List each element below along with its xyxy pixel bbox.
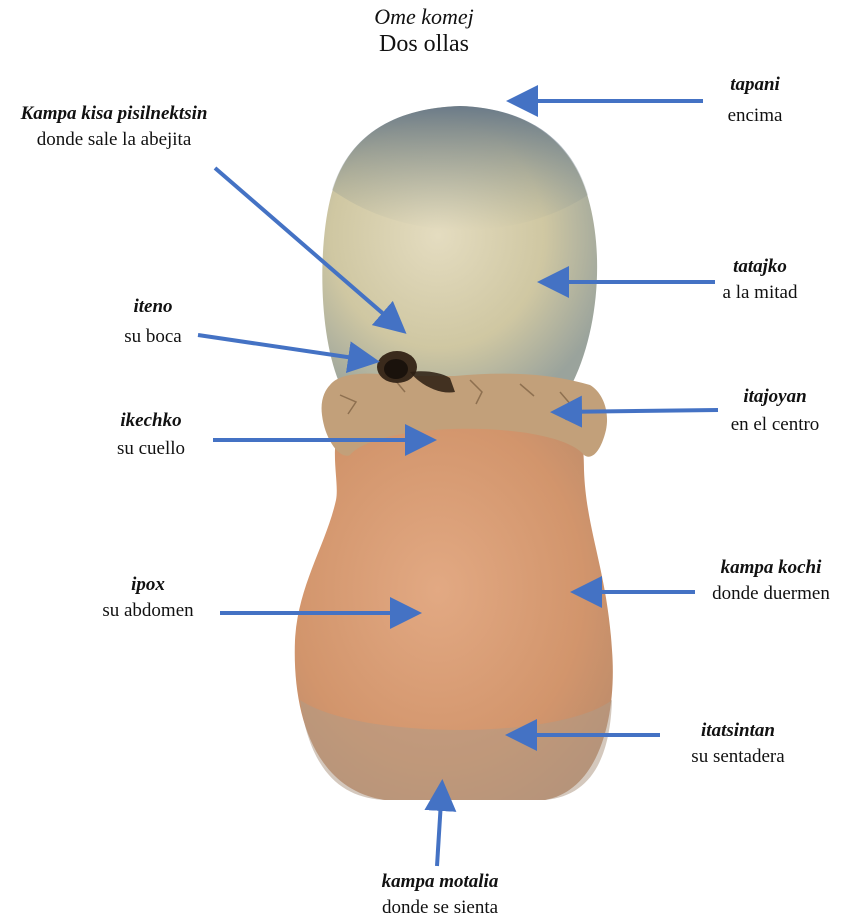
label-iteno-native: iteno bbox=[98, 294, 208, 320]
label-iteno-spanish: su boca bbox=[98, 324, 208, 350]
pot-mouth-inner bbox=[384, 359, 408, 379]
label-kampa-motalia-native: kampa motalia bbox=[362, 869, 518, 895]
label-itajoyan-native: itajoyan bbox=[705, 384, 845, 410]
label-kampa-kisa-native: Kampa kisa pisilnektsin bbox=[4, 101, 224, 127]
label-itajoyan: itajoyan en el centro bbox=[705, 384, 845, 438]
label-tapani-native: tapani bbox=[700, 72, 810, 98]
label-iteno: iteno su boca bbox=[98, 294, 208, 350]
label-itatsintan-native: itatsintan bbox=[668, 718, 808, 744]
label-kampa-kochi-native: kampa kochi bbox=[694, 555, 848, 581]
title-spanish: Dos ollas bbox=[0, 30, 848, 58]
label-itajoyan-spanish: en el centro bbox=[705, 412, 845, 438]
label-tapani-spanish: encima bbox=[700, 103, 810, 129]
label-tatajko: tatajko a la mitad bbox=[700, 254, 820, 306]
label-tatajko-spanish: a la mitad bbox=[700, 280, 820, 306]
title-native: Ome komej bbox=[0, 4, 848, 30]
label-kampa-kochi: kampa kochi donde duermen bbox=[694, 555, 848, 607]
label-tapani: tapani encima bbox=[700, 72, 810, 129]
label-kampa-motalia: kampa motalia donde se sienta bbox=[362, 869, 518, 921]
arrow-itajoyan bbox=[556, 410, 718, 412]
label-kampa-kochi-spanish: donde duermen bbox=[694, 581, 848, 607]
label-ipox-spanish: su abdomen bbox=[80, 598, 216, 624]
label-ikechko: ikechko su cuello bbox=[96, 408, 206, 462]
label-ipox-native: ipox bbox=[80, 572, 216, 598]
label-tatajko-native: tatajko bbox=[700, 254, 820, 280]
label-kampa-kisa: Kampa kisa pisilnektsin donde sale la ab… bbox=[4, 101, 224, 153]
diagram-title: Ome komej Dos ollas bbox=[0, 4, 848, 58]
label-kampa-kisa-spanish: donde sale la abejita bbox=[4, 127, 224, 153]
label-ikechko-spanish: su cuello bbox=[96, 436, 206, 462]
label-itatsintan-spanish: su sentadera bbox=[668, 744, 808, 770]
label-ikechko-native: ikechko bbox=[96, 408, 206, 434]
label-kampa-motalia-spanish: donde se sienta bbox=[362, 895, 518, 921]
label-itatsintan: itatsintan su sentadera bbox=[668, 718, 808, 770]
label-ipox: ipox su abdomen bbox=[80, 572, 216, 624]
